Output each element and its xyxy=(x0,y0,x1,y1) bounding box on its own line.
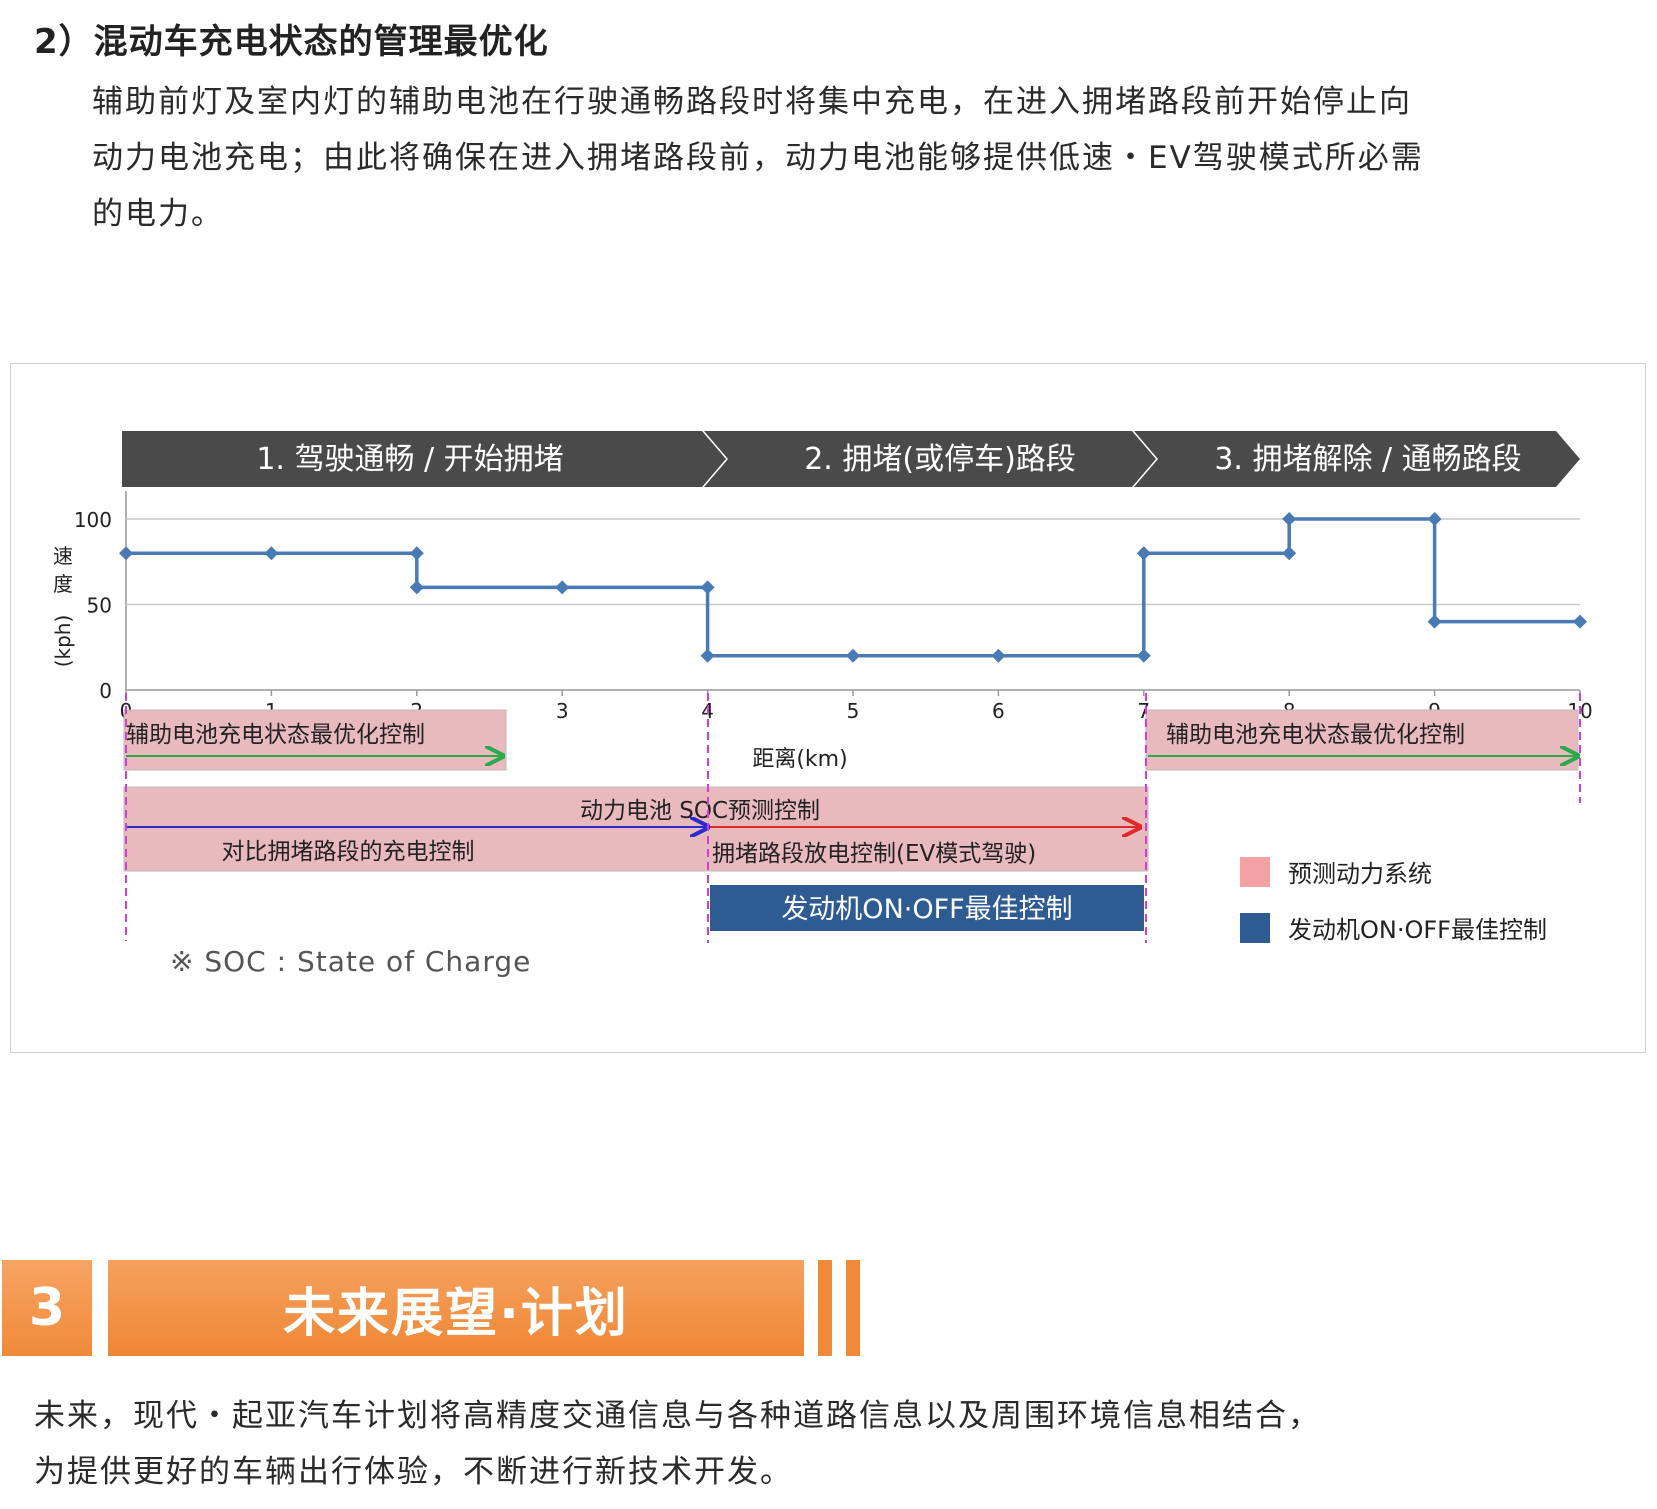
speed-series xyxy=(119,512,1587,663)
speed-point-7 xyxy=(846,648,860,663)
phase-arrow-1 xyxy=(122,431,726,487)
phase-arrow-3 xyxy=(1134,431,1580,487)
engine-band xyxy=(710,885,1144,931)
section-heading: 2）混动车充电状态的管理最优化 xyxy=(34,22,549,62)
title-stripe-2 xyxy=(846,1260,860,1356)
y-axis-unit: (kph) xyxy=(51,615,75,668)
engine-band-label: 发动机ON·OFF最佳控制 xyxy=(781,894,1072,925)
future-paragraph-line-1: 未来，现代・起亚汽车计划将高精度交通信息与各种道路信息以及周围环境信息相结合， xyxy=(34,1398,1321,1434)
speed-point-8 xyxy=(991,648,1006,663)
paragraph-line-3: 的电力。 xyxy=(92,196,224,232)
discharge-label: 拥堵路段放电控制(EV模式驾驶) xyxy=(712,841,1036,867)
soc-band xyxy=(123,786,1149,872)
soc-footnote: ※ SOC : State of Charge xyxy=(170,945,531,978)
paragraph-line-2: 动力电池充电；由此将确保在进入拥堵路段前，动力电池能够提供低速・EV驾驶模式所必… xyxy=(92,140,1424,176)
x-tick-label-5: 5 xyxy=(847,699,860,723)
y-axis-label-1: 速 xyxy=(53,544,73,568)
speed-point-13 xyxy=(1427,512,1442,526)
section-number: 3 xyxy=(2,1260,92,1356)
y-axis-label-2: 度 xyxy=(53,572,73,596)
legend-label-blue: 发动机ON·OFF最佳控制 xyxy=(1288,916,1547,944)
speed-point-10 xyxy=(1136,546,1151,561)
y-tick-label-0: 0 xyxy=(99,679,112,703)
y-tick-label-100: 100 xyxy=(74,508,112,532)
phase-label-3: 3. 拥堵解除 / 通畅路段 xyxy=(1214,442,1521,477)
x-tick-label-6: 6 xyxy=(992,699,1005,723)
speed-point-5 xyxy=(700,580,715,595)
speed-point-1 xyxy=(264,546,279,561)
aux-band-right-label: 辅助电池充电状态最优化控制 xyxy=(1166,722,1465,748)
phase-label-2: 2. 拥堵(或停车)路段 xyxy=(804,442,1076,477)
speed-control-diagram: 1. 驾驶通畅 / 开始拥堵 2. 拥堵(或停车)路段 3. 拥堵解除 / 通畅… xyxy=(51,431,1593,978)
speed-point-9 xyxy=(1136,648,1151,663)
speed-point-11 xyxy=(1282,546,1297,561)
phase-label-1: 1. 驾驶通畅 / 开始拥堵 xyxy=(256,442,563,477)
paragraph-line-1: 辅助前灯及室内灯的辅助电池在行驶通畅路段时将集中充电，在进入拥堵路段前开始停止向 xyxy=(92,84,1412,120)
legend-label-pink: 预测动力系统 xyxy=(1288,860,1432,888)
speed-point-15 xyxy=(1573,614,1587,629)
title-stripe-1 xyxy=(818,1260,832,1356)
speed-point-4 xyxy=(555,580,570,595)
speed-point-14 xyxy=(1427,614,1442,629)
phase-arrow-2 xyxy=(704,431,1156,487)
legend-swatch-blue xyxy=(1240,913,1270,943)
y-tick-label-50: 50 xyxy=(87,594,112,618)
aux-band-left-label: 辅助电池充电状态最优化控制 xyxy=(126,722,425,748)
speed-point-12 xyxy=(1282,512,1297,526)
future-paragraph-line-2: 为提供更好的车辆出行体验，不断进行新技术开发。 xyxy=(34,1454,793,1490)
x-axis-label: 距离(km) xyxy=(752,747,847,772)
speed-point-0 xyxy=(119,546,133,561)
x-tick-label-3: 3 xyxy=(556,699,569,723)
speed-point-2 xyxy=(409,546,424,561)
speed-point-3 xyxy=(409,580,424,595)
charge-label: 对比拥堵路段的充电控制 xyxy=(222,839,475,865)
soc-band-label: 动力电池 SOC预测控制 xyxy=(580,798,820,824)
speed-line-0 xyxy=(126,517,1580,658)
section-title: 未来展望·计划 xyxy=(108,1260,804,1356)
speed-point-6 xyxy=(700,648,715,663)
aux-band-left xyxy=(123,709,507,771)
legend-swatch-pink xyxy=(1240,857,1270,887)
